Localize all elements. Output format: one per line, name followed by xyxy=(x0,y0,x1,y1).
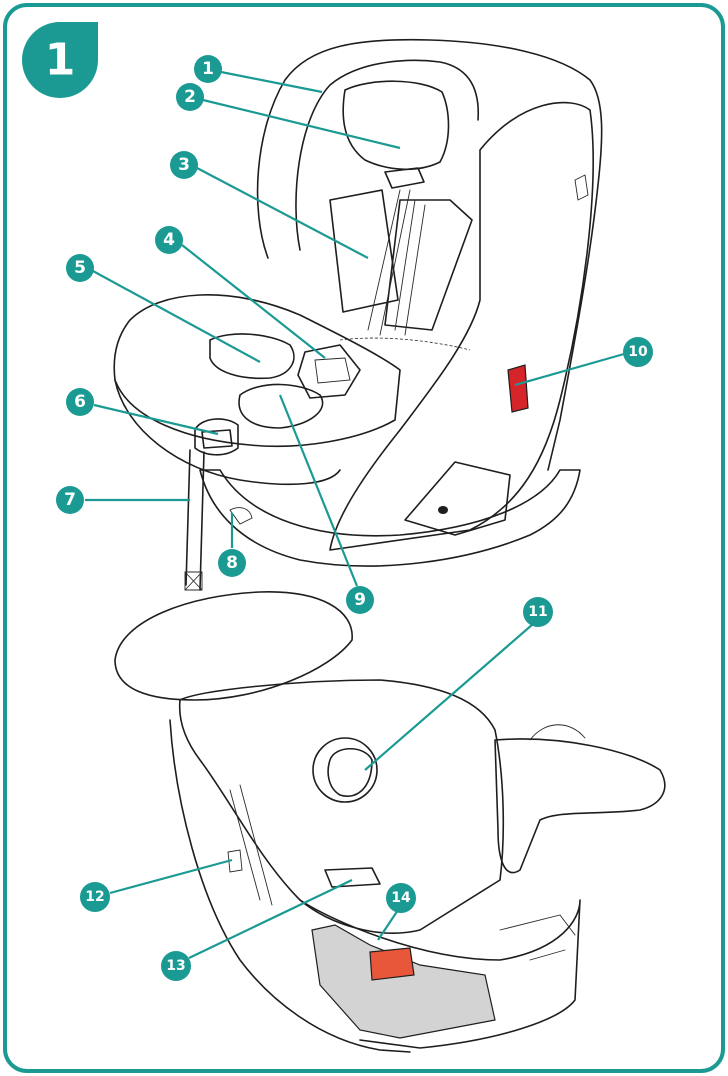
crotch-pad xyxy=(238,383,324,429)
leader-1 xyxy=(220,70,323,94)
right-wing xyxy=(329,101,594,551)
seat-cushion xyxy=(113,294,401,448)
callout-6-number: 6 xyxy=(74,392,86,412)
callout-leaders xyxy=(85,70,625,959)
step-badge: 1 xyxy=(22,22,98,98)
belt-guide xyxy=(324,867,381,888)
callout-8: 8 xyxy=(218,549,246,577)
shoulder-pad-left xyxy=(329,189,399,313)
base-plate-hole xyxy=(438,506,448,514)
base-plate-front xyxy=(404,461,511,536)
shoulder-pad-right xyxy=(384,199,473,331)
callout-9-number: 9 xyxy=(354,590,366,610)
armrest-cushion xyxy=(529,724,586,741)
leader-3 xyxy=(196,167,369,259)
leader-10 xyxy=(514,352,625,387)
adjuster-strap xyxy=(185,449,205,591)
callout-11-number: 11 xyxy=(528,604,547,620)
callout-13-number: 13 xyxy=(166,958,185,974)
side-release-slot xyxy=(227,849,243,873)
callout-3-number: 3 xyxy=(178,155,190,175)
rear-left-shell xyxy=(169,719,411,1053)
callout-2-number: 2 xyxy=(184,87,196,107)
leader-12 xyxy=(109,858,233,895)
step-number: 1 xyxy=(45,35,76,86)
callout-10: 10 xyxy=(623,337,653,367)
isofix-release-orange xyxy=(369,947,415,981)
harness-strap-right xyxy=(394,199,426,336)
leader-14 xyxy=(377,909,399,941)
recline-dial xyxy=(312,737,378,803)
backrest-outer xyxy=(256,38,603,471)
adjuster-housing xyxy=(194,418,239,456)
callout-13: 13 xyxy=(161,951,191,981)
headrest-cushion xyxy=(342,80,450,171)
callout-1-number: 1 xyxy=(202,59,214,79)
seat-stitching xyxy=(339,337,471,351)
leader-2 xyxy=(202,98,401,150)
leader-5 xyxy=(92,270,261,363)
seat-rear-view xyxy=(114,591,666,1053)
callout-6: 6 xyxy=(66,388,94,416)
callout-7-number: 7 xyxy=(64,490,76,510)
callout-9: 9 xyxy=(346,586,374,614)
callout-4-number: 4 xyxy=(163,230,175,250)
lap-pad xyxy=(209,333,295,380)
callout-14: 14 xyxy=(386,883,416,913)
callout-10-number: 10 xyxy=(628,344,648,360)
callout-8-number: 8 xyxy=(226,553,238,573)
callout-14-number: 14 xyxy=(391,890,411,906)
harness-release-red xyxy=(507,364,529,413)
rear-headrest xyxy=(114,591,353,701)
rear-leg-detail xyxy=(499,914,576,961)
leader-6 xyxy=(93,403,219,436)
backrest-inner xyxy=(295,59,480,251)
step-badge-shape xyxy=(22,22,98,98)
harness-buckle xyxy=(297,344,361,399)
rear-backrest-shell xyxy=(178,679,505,934)
rear-armrest xyxy=(494,738,666,874)
callout-11: 11 xyxy=(523,597,553,627)
seat-base-shell xyxy=(199,469,581,567)
recline-dial-inner xyxy=(327,747,373,797)
recline-lever xyxy=(229,507,253,525)
callout-2: 2 xyxy=(176,83,204,111)
rear-base-outline xyxy=(299,899,581,1049)
strap-buckle xyxy=(184,571,203,591)
callout-5-number: 5 xyxy=(74,258,86,278)
rear-knob xyxy=(574,174,589,201)
leader-4 xyxy=(181,244,326,359)
leader-13 xyxy=(188,879,353,959)
seat-front-view xyxy=(113,38,603,591)
harness-guide xyxy=(384,167,425,189)
figure-frame xyxy=(3,3,725,1073)
callout-12-number: 12 xyxy=(85,889,104,905)
rear-left-grooves xyxy=(229,784,273,906)
harness-strap-left xyxy=(367,189,411,336)
callout-badges: 1 2 3 4 5 6 7 8 xyxy=(56,55,653,981)
callout-3: 3 xyxy=(170,151,198,179)
buckle-detail xyxy=(314,357,351,384)
seat-front-side xyxy=(114,379,341,486)
callout-4: 4 xyxy=(155,226,183,254)
adjuster-button xyxy=(201,429,233,449)
callout-5: 5 xyxy=(66,254,94,282)
base-grey-area xyxy=(311,924,496,1039)
callout-1: 1 xyxy=(194,55,222,83)
leader-11 xyxy=(364,623,534,771)
leader-9 xyxy=(278,394,359,587)
callout-12: 12 xyxy=(80,882,110,912)
callout-7: 7 xyxy=(56,486,84,514)
